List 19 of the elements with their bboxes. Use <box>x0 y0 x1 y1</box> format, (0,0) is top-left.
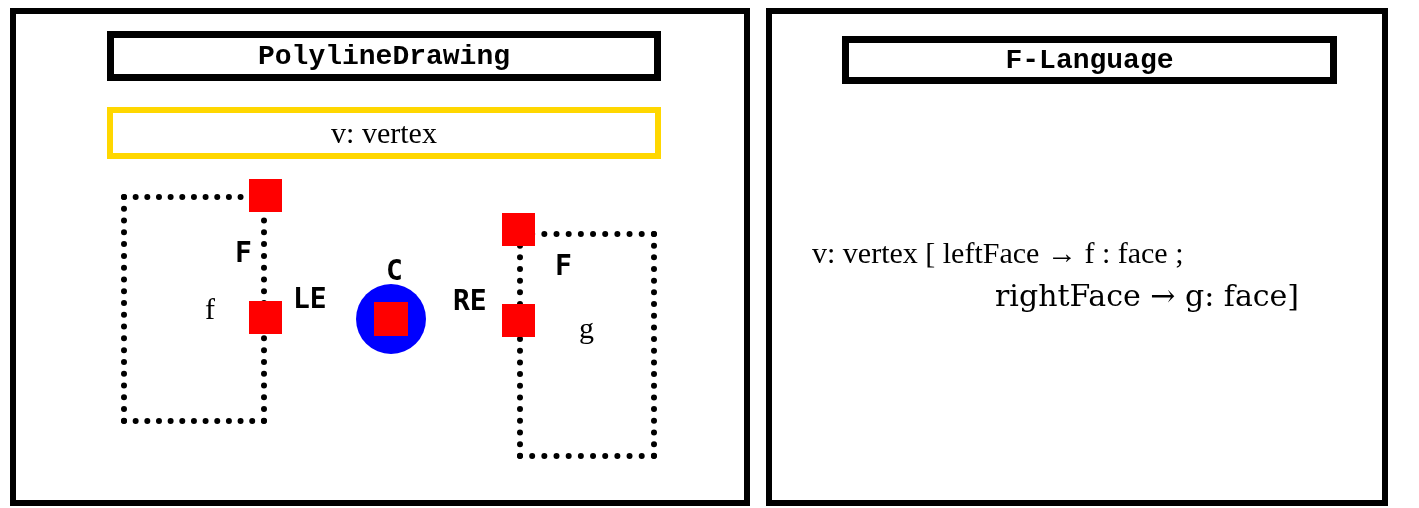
vertex-square <box>374 302 408 336</box>
panel-frame <box>10 8 750 506</box>
face-name: g <box>579 311 594 345</box>
class-box: v: vertex <box>107 107 661 159</box>
vertex-square <box>249 179 282 212</box>
vertex-square <box>502 213 535 246</box>
title-box: PolylineDrawing <box>107 31 661 81</box>
face-marker: F <box>235 236 252 269</box>
vertex-label: LE <box>293 282 327 315</box>
face-name: f <box>205 292 215 326</box>
title-box: F-Language <box>842 36 1337 84</box>
formula-text: v: vertex [ leftFace → f : face ; <box>812 236 1184 270</box>
vertex-square <box>502 304 535 337</box>
vertex-label: RE <box>453 284 487 317</box>
face-marker: F <box>555 249 572 282</box>
formula-text: rightFace → g: face] <box>995 278 1300 313</box>
panel-frame <box>766 8 1388 506</box>
vertex-square <box>249 301 282 334</box>
vertex-label: C <box>386 254 403 287</box>
